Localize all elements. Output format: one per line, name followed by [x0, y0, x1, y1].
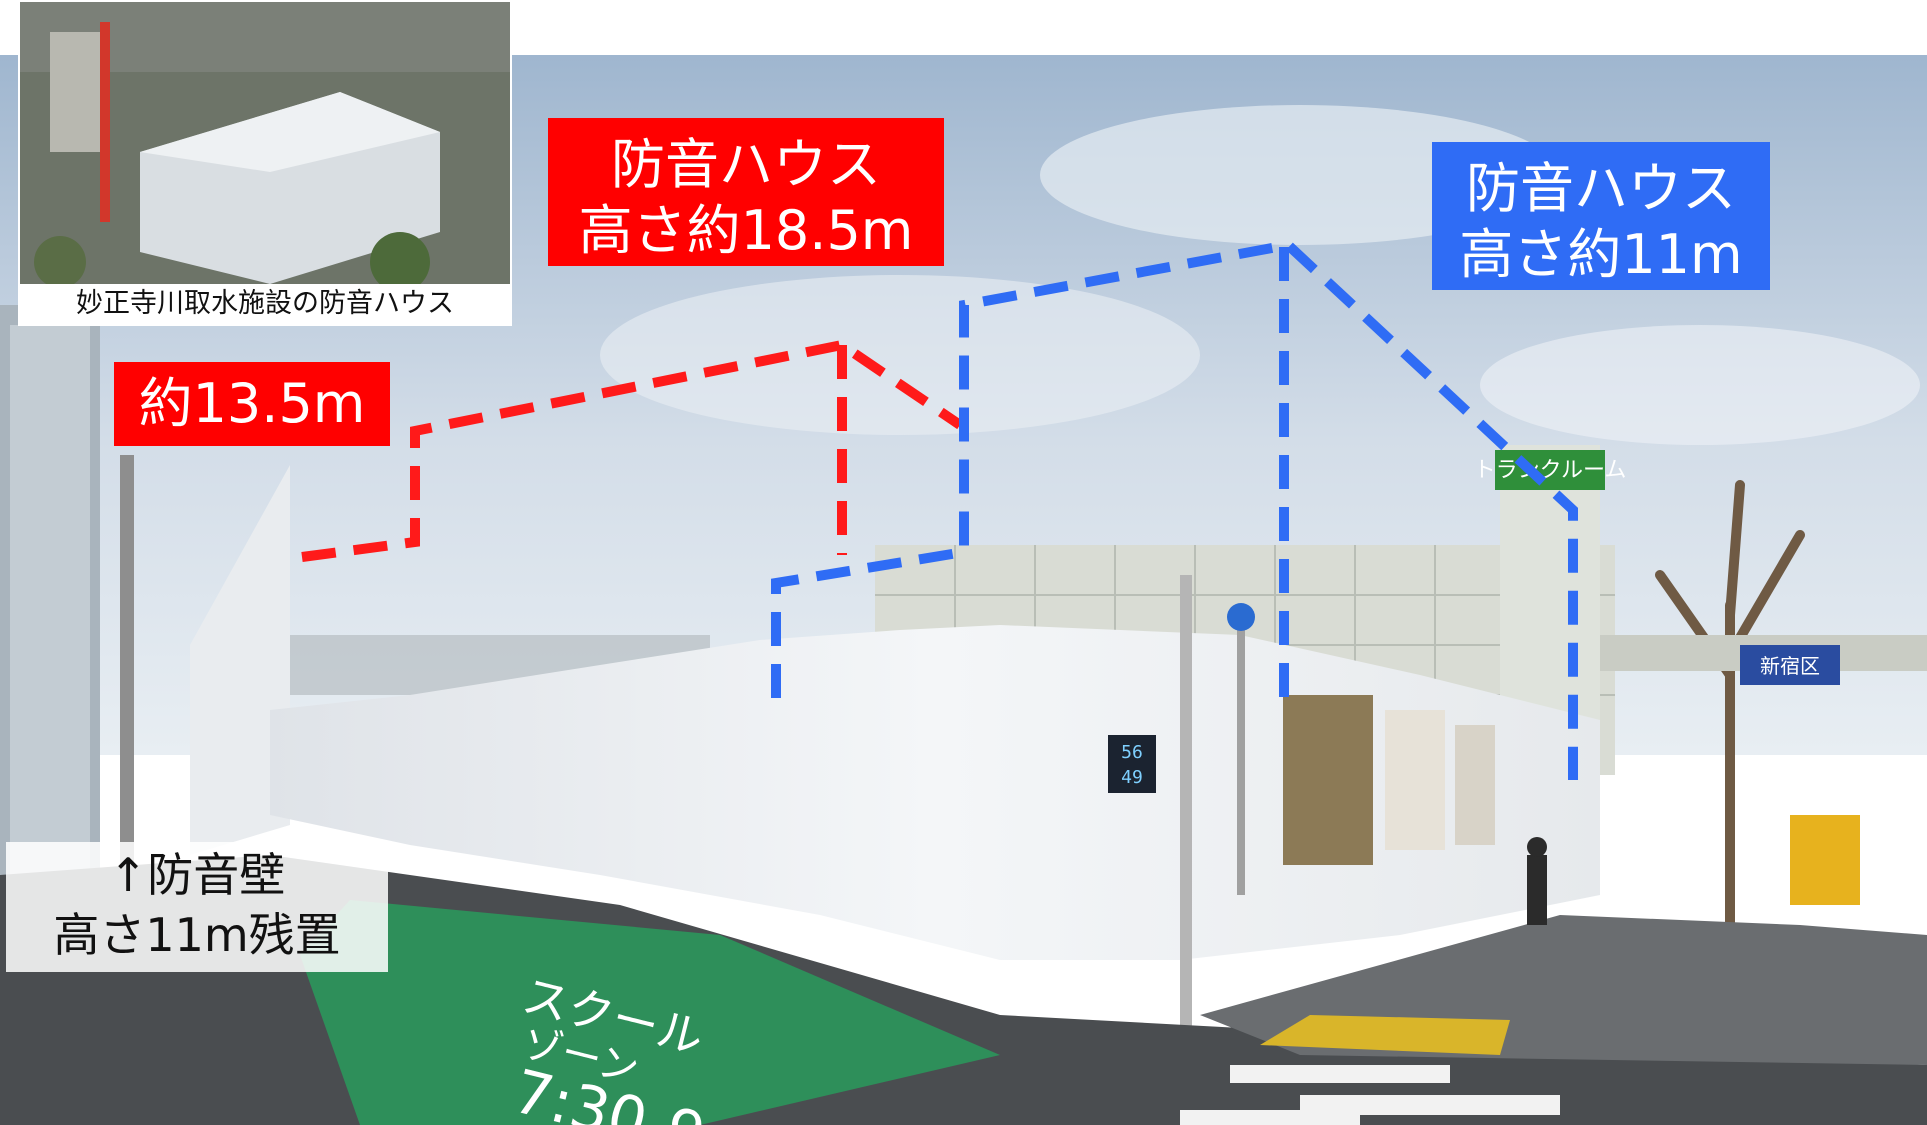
building-sign-board: [1495, 450, 1605, 490]
blue-dashed-outline: [771, 239, 1578, 780]
tree: [370, 232, 430, 292]
noise-barrier-wall: [190, 465, 290, 855]
pedestrian: [1527, 855, 1547, 925]
noise-barrier-label: ↑防音壁 高さ11m残置: [6, 842, 388, 972]
label-line: 高さ約18.5m: [578, 198, 914, 262]
signal-pole: [1180, 575, 1192, 1055]
noise-meter-top: 56: [1121, 742, 1143, 763]
sign-pole: [1237, 615, 1245, 895]
info-panel: [1455, 725, 1495, 845]
label-line: 防音ハウス: [1466, 157, 1736, 220]
label-line: 高さ約11m: [1459, 222, 1743, 286]
crane: [100, 22, 110, 222]
inset-caption: 妙正寺川取水施設の防音ハウス: [20, 284, 510, 324]
height-13-5m-label: 約13.5m: [114, 362, 390, 446]
label-line: 防音ハウス: [611, 133, 881, 196]
cloud: [600, 275, 1200, 435]
noise-meter-bottom: 49: [1121, 767, 1143, 788]
cloud: [1040, 105, 1560, 245]
street-sign-board: [1740, 645, 1840, 685]
label-line: ↑防音壁: [108, 848, 286, 902]
pedestrian-head: [1527, 837, 1547, 857]
noise-meter-display: [1108, 735, 1156, 793]
crosswalk: [1180, 1065, 1560, 1125]
street-sign: 新宿区: [1760, 654, 1820, 678]
cloud: [1480, 325, 1920, 445]
label-line: 高さ11m残置: [53, 907, 341, 962]
soundproof-house-11m-label: 防音ハウス 高さ約11m: [1432, 142, 1770, 290]
inset-photo: 妙正寺川取水施設の防音ハウス: [18, 0, 512, 326]
green-school-zone: [300, 900, 1000, 1125]
red-dashed-outline: [301, 339, 963, 562]
info-panel: [1385, 710, 1445, 850]
utility-truck: [1790, 815, 1860, 905]
soundproof-house-roof: [140, 92, 440, 172]
inset-scene: [20, 2, 510, 292]
tactile-paving: [1260, 1015, 1510, 1055]
traffic-sign: [1227, 603, 1255, 631]
tree: [34, 236, 86, 288]
construction-hoarding-wall: [270, 625, 1600, 960]
building-sign: トランクルーム: [1474, 458, 1627, 483]
soundproof-house-18-5m-label: 防音ハウス 高さ約18.5m: [548, 118, 944, 266]
info-panel: [1283, 695, 1373, 865]
